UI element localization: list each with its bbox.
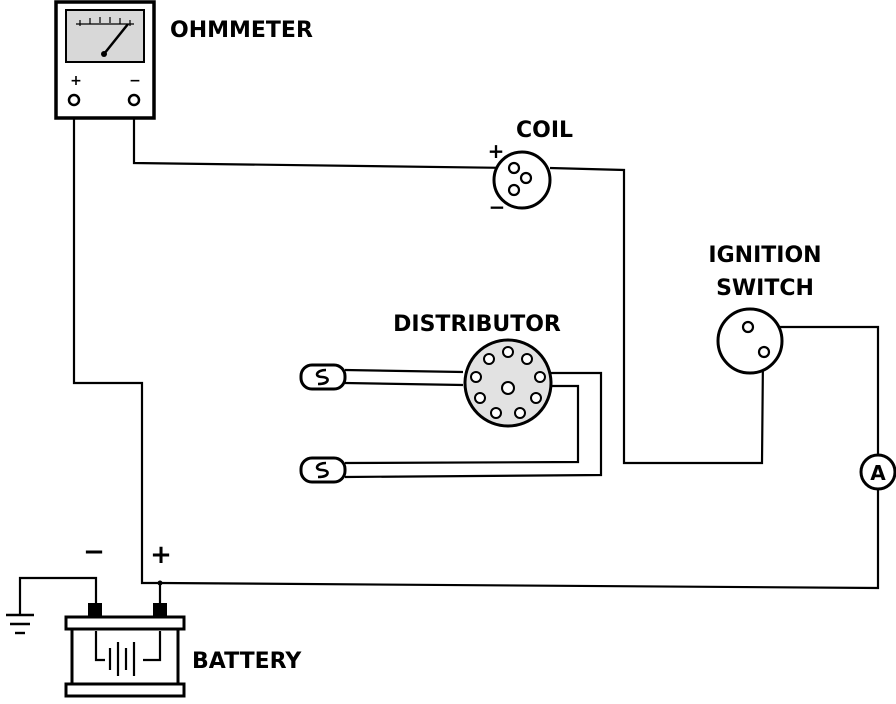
ammeter: A	[859, 453, 896, 491]
spark-plug-lower	[299, 456, 347, 484]
ground-icon	[6, 613, 34, 635]
wire-coil-to-switch	[549, 166, 765, 465]
ohmmeter-terminal-left	[67, 93, 81, 107]
battery-minus-mark: −	[83, 537, 105, 567]
spark-plug-icon	[299, 456, 347, 484]
spark-plug-icon	[299, 363, 347, 391]
ohmmeter: + − OHMMETER	[54, 0, 313, 120]
ignition-switch-label-line1: IGNITION	[708, 243, 821, 268]
wiring	[18, 108, 880, 615]
coil-minus-mark: −	[489, 195, 506, 219]
coil-plus-mark: +	[488, 139, 505, 163]
spark-plug-upper	[299, 363, 347, 391]
ohmmeter-meter-icon	[65, 9, 145, 63]
ohmmeter-terminal-minus-mark: −	[129, 73, 141, 89]
ohmmeter-terminal-right	[127, 93, 141, 107]
junction-dots	[157, 580, 163, 586]
spark-lead-lower-outer	[344, 371, 603, 479]
spark-lead-upper-inner	[344, 381, 464, 387]
ammeter-icon	[859, 453, 896, 491]
ohmmeter-needle	[103, 23, 129, 55]
coil-label: COIL	[516, 118, 573, 143]
wire-ohmmeter-to-battery	[72, 108, 162, 606]
distributor-label: DISTRIBUTOR	[393, 312, 561, 337]
battery-icon	[64, 603, 186, 698]
wire-battery-to-ground	[18, 576, 98, 615]
ignition-switch-label-line2: SWITCH	[716, 276, 814, 301]
distributor: DISTRIBUTOR	[393, 312, 561, 428]
ohmmeter-terminal-plus-mark: +	[70, 73, 82, 89]
distributor-cap-icon	[463, 338, 553, 428]
ignition-coil-icon	[492, 150, 552, 210]
spark-lead-upper-outer	[344, 368, 464, 374]
ignition-switch-icon	[716, 307, 784, 375]
coil: + − COIL	[488, 118, 573, 219]
ignition-switch: IGNITION SWITCH	[708, 243, 822, 375]
wire-ammeter-to-battery	[159, 490, 880, 590]
ammeter-label: A	[870, 461, 886, 485]
battery: − + BATTERY	[64, 537, 302, 698]
spark-lead-lower-inner	[344, 384, 580, 465]
ohmmeter-label: OHMMETER	[170, 18, 313, 43]
wire-switch-to-ammeter	[762, 325, 880, 455]
wire-ohmmeter-to-coil	[132, 110, 515, 170]
battery-plus-mark: +	[150, 540, 172, 570]
battery-label: BATTERY	[192, 649, 302, 674]
